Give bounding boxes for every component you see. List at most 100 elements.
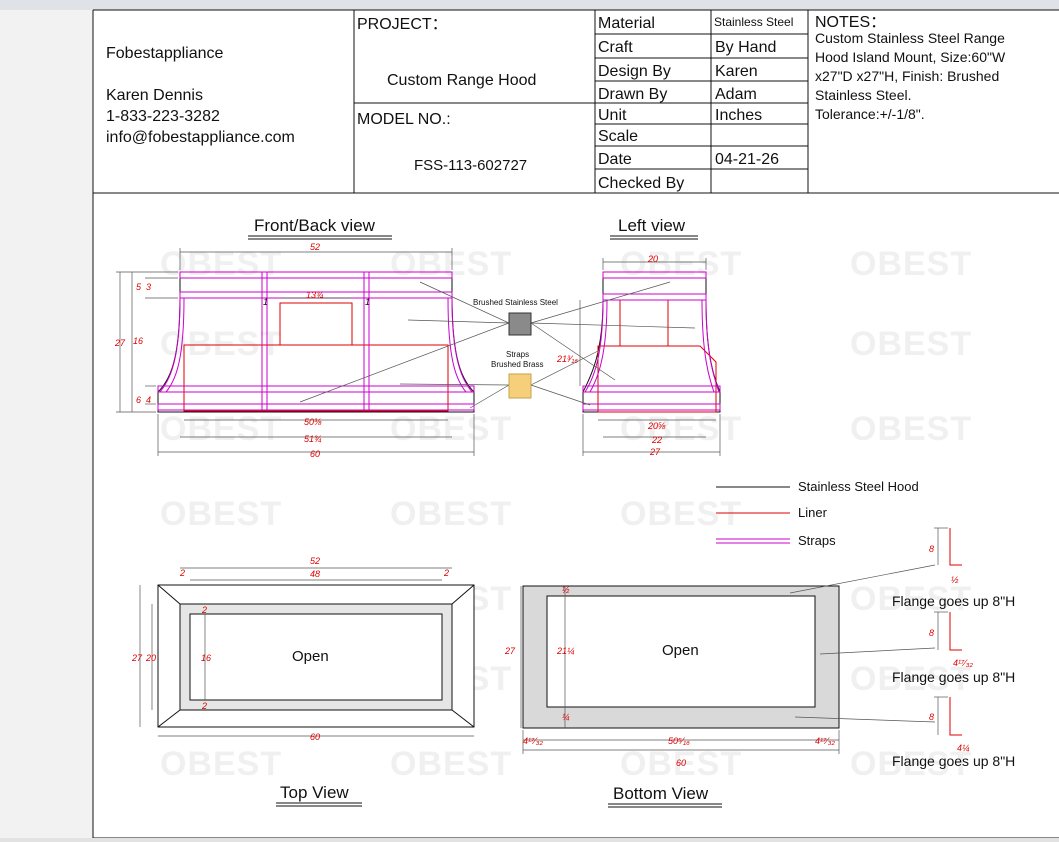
flange-note: Flange goes up 8"H: [892, 593, 1015, 609]
material-callouts: Brushed Stainless Steel Straps Brushed B…: [299, 281, 696, 409]
dim-label: 20⅝: [647, 421, 666, 431]
straps-label: Straps: [506, 350, 529, 359]
dim-label: 5: [136, 282, 142, 292]
spec-label: Design By: [598, 63, 671, 80]
company-name: Fobestappliance: [106, 45, 224, 62]
dim-label: 4¹⁷⁄₃₂: [953, 658, 973, 668]
dim-label: 21³⁄₁₆: [556, 354, 578, 364]
notes-title: NOTES：: [815, 14, 886, 31]
dim-label: 50⅜: [304, 417, 322, 427]
viewer-top-bar: [0, 0, 1059, 10]
dim-label: 8: [929, 712, 934, 722]
contact-phone: 1-833-223-3282: [106, 108, 220, 125]
watermark: OBEST: [850, 410, 972, 448]
dim-label: 2: [201, 605, 207, 615]
dim-label: 1: [365, 297, 370, 307]
spec-value: 04-21-26: [715, 151, 779, 168]
contact-email: info@fobestappliance.com: [106, 129, 295, 146]
watermark: OBEST: [850, 745, 972, 783]
watermark: OBEST: [160, 495, 282, 533]
dim-label: ½: [951, 575, 959, 585]
spec-table: Material Stainless Steel Craft By Hand D…: [598, 15, 793, 192]
watermark: OBEST: [160, 245, 282, 283]
notes-line: Tolerance:+/-1/8".: [815, 106, 925, 122]
notes-line: Stainless Steel.: [815, 87, 912, 103]
dim-label: 2: [201, 701, 207, 711]
dim-label: 1: [263, 297, 268, 307]
dim-label: ¼: [562, 712, 570, 722]
dim-label: 4¼: [957, 743, 970, 753]
watermark: OBEST: [850, 580, 972, 618]
spec-value: By Hand: [715, 39, 776, 56]
dim-label: 2: [443, 568, 449, 578]
flange-details: 8 ½ Flange goes up 8"H 8 4¹⁷⁄₃₂ Flange g…: [892, 527, 1015, 769]
spec-label: Craft: [598, 39, 633, 56]
watermark: OBEST: [850, 660, 972, 698]
watermark: OBEST: [390, 745, 512, 783]
dim-label: 3: [146, 282, 151, 292]
dim-label: 16: [133, 336, 143, 346]
dim-label: 27: [114, 338, 126, 348]
brass-swatch: [508, 373, 532, 399]
watermark: OBEST: [390, 245, 512, 283]
spec-value: Adam: [715, 86, 757, 103]
dim-label: 52: [310, 556, 320, 566]
front-view-title: Front/Back view: [254, 216, 376, 235]
watermark: OBEST: [160, 745, 282, 783]
open-label: Open: [292, 648, 329, 665]
notes-line: Custom Stainless Steel Range: [815, 30, 1005, 46]
legend-label: Stainless Steel Hood: [798, 479, 919, 494]
brass-label: Brushed Brass: [491, 360, 543, 369]
dim-label: 20: [145, 653, 156, 663]
steel-label: Brushed Stainless Steel: [473, 298, 558, 307]
company-info: Fobestappliance Karen Dennis 1-833-223-3…: [106, 45, 295, 146]
notes-line: x27"D x27"H, Finish: Brushed: [815, 68, 999, 84]
dim-label: ½: [562, 585, 570, 595]
dim-label: 20: [647, 254, 658, 264]
watermark: OBEST: [620, 495, 742, 533]
viewer-bottom-bar: [0, 838, 1059, 842]
legend-label: Liner: [798, 505, 828, 520]
dim-label: 27: [131, 653, 143, 663]
contact-name: Karen Dennis: [106, 87, 203, 104]
notes: NOTES： Custom Stainless Steel Range Hood…: [815, 14, 1006, 122]
model-number: FSS-113-602727: [414, 157, 527, 174]
dim-label: 16: [201, 653, 211, 663]
dim-label: 50⁵⁄₁₆: [668, 736, 690, 746]
dim-label: 2: [179, 568, 185, 578]
dim-label: 27: [649, 447, 661, 457]
left-view-title: Left view: [618, 216, 686, 235]
left-view: 20 21³⁄₁₆ 20⅝ 22 27: [556, 254, 721, 457]
flange-note: Flange goes up 8"H: [892, 669, 1015, 685]
watermark: OBEST: [160, 410, 282, 448]
spec-label: Date: [598, 151, 632, 168]
dim-label: 51¾: [304, 434, 322, 444]
dim-label: 6: [136, 395, 141, 405]
dim-label: 13¾: [306, 290, 324, 300]
spec-value: Stainless Steel: [714, 15, 793, 29]
watermark: OBEST: [620, 745, 742, 783]
dim-label: 4¹⁷⁄₃₂: [523, 736, 543, 746]
watermark-layer: OBEST OBEST OBEST OBEST OBEST OBEST OBES…: [160, 245, 972, 783]
watermark: OBEST: [620, 245, 742, 283]
dim-label: 60: [310, 732, 320, 742]
spec-label: Scale: [598, 128, 638, 145]
spec-label: Drawn By: [598, 86, 667, 103]
top-view-title: Top View: [280, 783, 349, 802]
steel-swatch: [508, 312, 532, 336]
watermark: OBEST: [620, 410, 742, 448]
spec-value: Karen: [715, 63, 758, 80]
dim-label: 48: [310, 569, 320, 579]
bottom-view: ½ 27 21¼ ¼ 4¹⁷⁄₃₂ 50⁵⁄₁₆ 4¹⁷⁄₃₂ 60 Open: [504, 564, 936, 768]
watermark: OBEST: [850, 325, 972, 363]
project-info: PROJECT： Custom Range Hood MODEL NO.: FS…: [357, 16, 536, 174]
dim-label: 60: [310, 449, 320, 459]
open-label: Open: [662, 642, 699, 659]
spec-label: Material: [598, 15, 655, 32]
dim-label: 4: [146, 395, 151, 405]
watermark: OBEST: [390, 495, 512, 533]
dim-label: 21¼: [556, 646, 575, 656]
spec-label: Checked By: [598, 175, 684, 192]
dim-label: 60: [676, 758, 686, 768]
